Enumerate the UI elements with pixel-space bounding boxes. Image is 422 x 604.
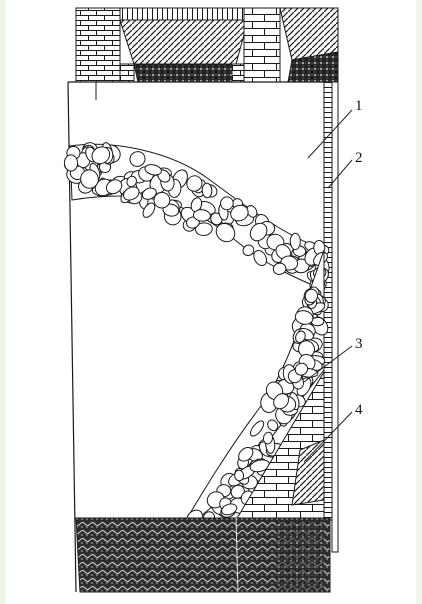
boulder xyxy=(142,202,156,218)
hatched-plug xyxy=(291,439,325,506)
top-tick-band xyxy=(119,7,249,21)
boulder xyxy=(123,186,140,201)
top-hatched-wedge-left xyxy=(119,19,249,65)
top-left-brick-block xyxy=(75,7,121,83)
top-brick-strip-mid xyxy=(119,63,135,83)
boulder xyxy=(220,196,234,211)
boulder xyxy=(221,503,238,516)
boulder xyxy=(304,288,319,304)
top-center-brick-pillar xyxy=(243,7,281,83)
boulder xyxy=(215,223,236,243)
boulder xyxy=(192,209,211,222)
right-outer-wall xyxy=(331,81,339,553)
boulder xyxy=(289,232,301,251)
top-brick-strip-right xyxy=(231,63,245,83)
boulder xyxy=(249,222,268,242)
boulder xyxy=(267,419,279,432)
boulder xyxy=(126,175,137,188)
gravel-boulders-diagonal xyxy=(186,286,329,526)
right-margin-band xyxy=(416,0,422,604)
boulder xyxy=(144,164,162,176)
top-stratum xyxy=(75,7,339,100)
boulder xyxy=(272,262,287,275)
base-stratum xyxy=(75,517,331,593)
boulder xyxy=(141,187,157,200)
top-hatched-wedge-right xyxy=(279,7,339,61)
boulder xyxy=(253,250,268,266)
boulder xyxy=(242,244,255,257)
boulder xyxy=(63,154,79,172)
boulder xyxy=(262,431,274,445)
boulder xyxy=(190,197,203,213)
callouts: 1 2 3 4 xyxy=(303,98,363,463)
boulder xyxy=(129,151,146,167)
boulder xyxy=(294,362,309,376)
top-dark-pocket-left xyxy=(133,63,237,83)
boulder xyxy=(230,204,249,222)
callout-label-2: 2 xyxy=(355,150,363,166)
left-margin-band xyxy=(0,0,6,604)
boulder xyxy=(273,393,290,410)
callout-label-1: 1 xyxy=(355,98,363,114)
boulder xyxy=(295,330,306,343)
boulder xyxy=(234,469,245,482)
boulder xyxy=(186,175,203,192)
callout-label-3: 3 xyxy=(355,336,363,352)
boulder xyxy=(195,222,213,237)
gravel-boulders-upper xyxy=(63,142,330,295)
boulder xyxy=(105,179,123,195)
boulder xyxy=(153,191,171,209)
boulder xyxy=(238,447,254,462)
boulder xyxy=(201,182,213,199)
boulder xyxy=(250,420,265,437)
boulder xyxy=(294,310,314,325)
boulder xyxy=(80,169,99,189)
callout-label-4: 4 xyxy=(355,402,363,418)
boulder xyxy=(91,146,111,165)
